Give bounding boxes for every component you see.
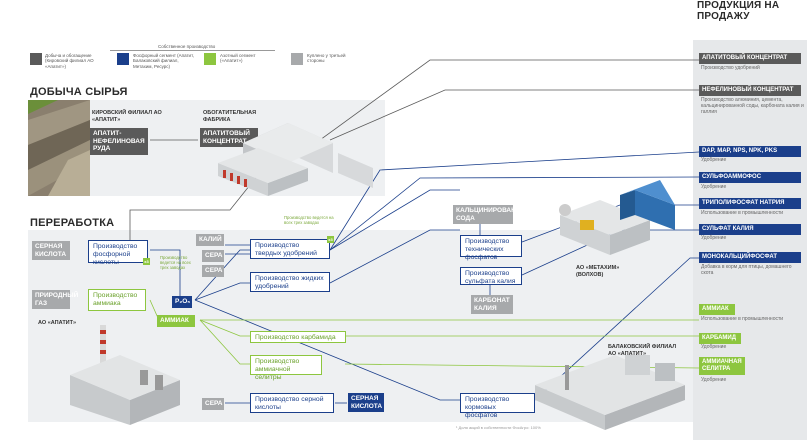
legend-swatch-blue — [117, 53, 129, 65]
carbamide-process: Производство карбамида — [250, 331, 346, 343]
potassium-tag: КАЛИЙ — [196, 234, 224, 246]
metakhim-label: АО «МЕТАХИМ» (ВОЛХОВ) — [576, 265, 620, 278]
p2o5-tag: P₂O₅ — [172, 296, 192, 308]
ammonia-tag: АММИАК — [157, 315, 195, 327]
product-carbamide-desc: Удобрение — [701, 344, 727, 350]
phosphoric-acid-process: Производство фосфорной кислоты — [88, 240, 148, 266]
beneficiation-plant-illustration — [218, 123, 373, 196]
footnote: ¹ Доля акций в собственности ФосАгро: 10… — [456, 425, 541, 430]
legend-swatch-green — [204, 53, 216, 65]
sulfur-tag-2: СЕРА — [202, 265, 224, 277]
balakovo-illustration — [535, 355, 685, 430]
legend-item-mining: Добыча и обогащение (Кировский филиал АО… — [45, 53, 94, 69]
sulfur-tag-3: СЕРА — [202, 398, 224, 410]
legend-line — [110, 50, 275, 51]
product-ammonium-nitrate: АММИАЧНАЯ СЕЛИТРА — [699, 357, 745, 375]
product-sulfoammophos: СУЛЬФОАММОФОС — [699, 172, 801, 183]
processing-title: ПЕРЕРАБОТКА — [30, 217, 115, 229]
product-ammonia: АММИАК — [699, 304, 735, 315]
feed-phosphates-process: Производство кормовых фосфатов — [460, 393, 535, 419]
badge-x3-1: х3 — [143, 258, 150, 265]
product-potassium-sulfate: СУЛЬФАТ КАЛИЯ — [699, 224, 801, 235]
ao-apatit-label: АО «АПАТИТ» — [38, 320, 77, 326]
legend-item-phosphate: Фосфорный сегмент (Апатит, Балаковский ф… — [133, 53, 194, 69]
legend-item-third-party: Куплено у третьей стороны — [307, 53, 346, 64]
plant-label: ОБОГАТИТЕЛЬНАЯ ФАБРИКА — [203, 110, 257, 123]
potash-carbonate-tag: КАРБОНАТ КАЛИЯ — [471, 295, 513, 314]
product-ammonia-desc: Использование в промышленности — [701, 316, 784, 322]
note-three-plants-2: Производство ведется на всех трех завода… — [284, 215, 334, 225]
badge-x3-2: х3 — [327, 236, 334, 243]
concentrate-tag: АПАТИТОВЫЙ КОНЦЕНТРАТ — [200, 128, 258, 147]
kirov-label: КИРОВСКИЙ ФИЛИАЛ АО «АПАТИТ» — [92, 110, 162, 123]
ammonium-nitrate-process: Производство аммиачной селитры — [250, 355, 322, 381]
legend-header: Собственное производство — [158, 44, 216, 49]
product-potassium-sulfate-desc: Удобрение — [701, 235, 727, 241]
product-monocalcium-phosphate-desc: Добавка в корм для птицы, домашнего скот… — [701, 264, 792, 276]
soda-tag: КАЛЬЦИНИРОВАННАЯ СОДА — [453, 205, 530, 224]
potassium-sulfate-process: Производство сульфата калия — [460, 267, 522, 285]
product-sodium-tripolyphosphate-desc: Использование в промышленности — [701, 210, 784, 216]
legend-item-nitrogen: Азотный сегмент («Апатит») — [220, 53, 256, 64]
sulfuric-acid-input-tag: СЕРНАЯ КИСЛОТА — [32, 241, 70, 260]
tech-phosphates-process: Производство технических фосфатов — [460, 235, 522, 261]
product-sulfoammophos-desc: Удобрение — [701, 184, 727, 190]
natural-gas-tag: ПРИРОДНЫЙ ГАЗ — [32, 290, 78, 309]
legend-swatch-dark — [30, 53, 42, 65]
product-carbamide: КАРБАМИД — [699, 333, 741, 344]
sulfuric-acid-output-tag: СЕРНАЯ КИСЛОТА — [348, 393, 384, 412]
sulfur-tag-1: СЕРА — [202, 250, 224, 262]
mining-title: ДОБЫЧА СЫРЬЯ — [30, 86, 128, 98]
sulfuric-acid-process: Производство серной кислоты — [250, 393, 334, 413]
balakovo-label: БАЛАКОВСКИЙ ФИЛИАЛ АО «АПАТИТ» — [608, 344, 677, 357]
solid-fertilizer-process: Производство твердых удобрений — [250, 239, 330, 259]
product-dap-map-desc: Удобрение — [701, 157, 727, 163]
product-dap-map: DAP, MAP, NPS, NPK, PKS — [699, 146, 801, 157]
product-apatite-concentrate: АПАТИТОВЫЙ КОНЦЕНТРАТ — [699, 53, 801, 64]
note-three-plants-1: Производство ведется на всех трех завода… — [160, 255, 191, 270]
product-apatite-concentrate-desc: Производство удобрений — [701, 65, 760, 71]
product-nepheline-concentrate-desc: Производство алюминия, цемента, кальцини… — [701, 97, 804, 115]
product-monocalcium-phosphate: МОНОКАЛЬЦИЙФОСФАТ — [699, 252, 801, 263]
products-title: ПРОДУКЦИЯ НА ПРОДАЖУ — [697, 0, 780, 22]
ao-apatit-illustration — [70, 325, 180, 425]
liquid-fertilizer-process: Производство жидких удобрений — [250, 272, 330, 292]
product-nepheline-concentrate: НЕФЕЛИНОВЫЙ КОНЦЕНТРАТ — [699, 85, 801, 96]
metakhim-illustration — [559, 180, 675, 255]
quarry-photo — [28, 100, 90, 196]
product-sodium-tripolyphosphate: ТРИПОЛИФОСФАТ НАТРИЯ — [699, 198, 801, 209]
product-ammonium-nitrate-desc: Удобрение — [701, 377, 727, 383]
ammonia-process: Производство аммиака — [88, 289, 146, 311]
legend-swatch-gray — [291, 53, 303, 65]
ore-tag: АПАТИТ-НЕФЕЛИНОВАЯ РУДА — [90, 128, 148, 155]
